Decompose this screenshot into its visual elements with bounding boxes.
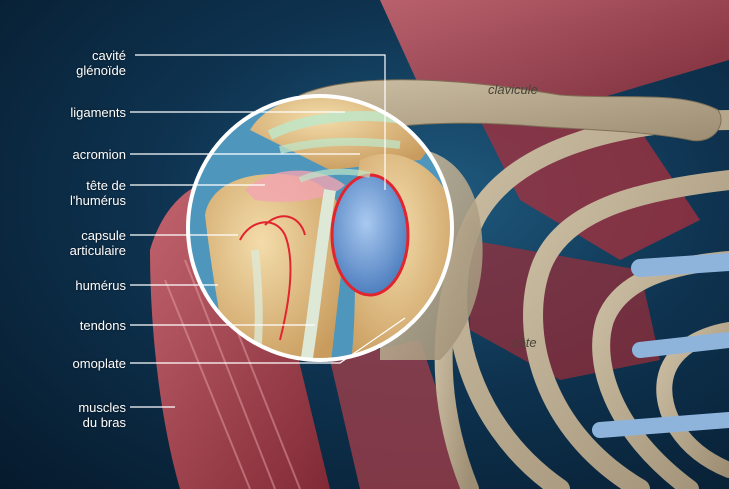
label-cote: côte (512, 335, 537, 350)
label-muscles-bras: muscles du bras (18, 400, 126, 430)
label-acromion: acromion (18, 147, 126, 162)
label-tete-humerus: tête de l'humérus (18, 178, 126, 208)
label-humerus: humérus (18, 278, 126, 293)
label-cavite-glenoide: cavité glénoïde (18, 48, 126, 78)
label-ligaments: ligaments (18, 105, 126, 120)
label-clavicule: clavicule (488, 82, 538, 97)
label-capsule-articulaire: capsule articulaire (18, 228, 126, 258)
label-tendons: tendons (18, 318, 126, 333)
label-omoplate: omoplate (18, 356, 126, 371)
